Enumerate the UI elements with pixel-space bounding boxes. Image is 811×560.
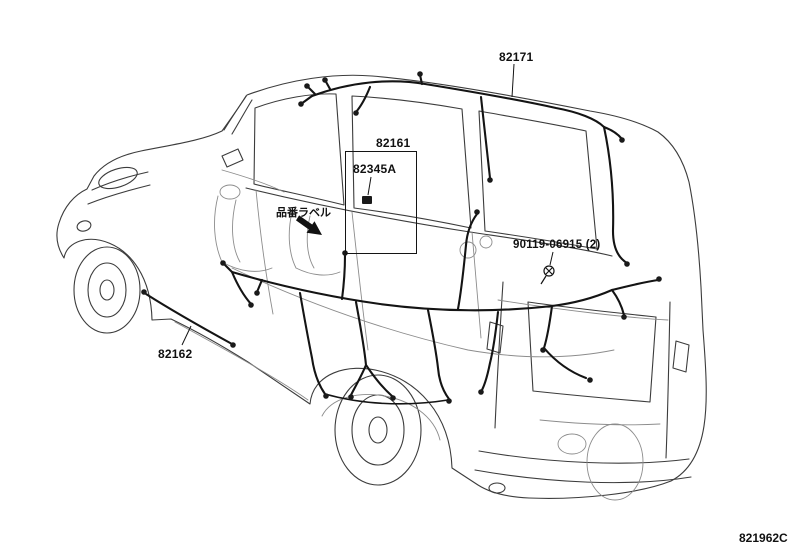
exhaust-tip: [488, 482, 506, 494]
harness-connectors: [141, 71, 662, 404]
front-door-window: [253, 93, 345, 206]
vehicle-body-outline: [56, 74, 707, 499]
part-label-90119-bolt[interactable]: 90119-06915 (2): [513, 239, 601, 251]
rear-wheel: [334, 374, 422, 486]
part-label-82345A-connector[interactable]: 82345A: [353, 162, 397, 176]
part-number-label-note: 品番ラベル: [276, 207, 331, 219]
taillight-left: [486, 321, 504, 354]
front-floor-harness-path: [144, 292, 234, 346]
bolt-icon: [540, 265, 555, 285]
tailgate-window: [527, 301, 657, 403]
junction-connector-82345A: [362, 196, 372, 204]
diagram-code: 821962C: [739, 531, 788, 545]
roof-harness-path: [310, 80, 606, 129]
taillight-right: [672, 340, 690, 373]
side-mirror: [221, 148, 244, 168]
part-label-82162-front-floor-wire[interactable]: 82162: [158, 347, 193, 361]
quarter-window: [478, 110, 598, 250]
front-wheel: [73, 246, 141, 334]
vehicle-interior-lines: [174, 169, 669, 501]
callout-leader-lines: [181, 63, 554, 346]
part-label-82161-floor-wire[interactable]: 82161: [376, 136, 411, 150]
rear-door-window: [351, 95, 472, 229]
part-label-82171-roof-wire[interactable]: 82171: [499, 50, 534, 64]
callout-box-82161: [345, 151, 417, 254]
part-label-pointer-arrow-icon: [296, 215, 322, 235]
floor-harness-path: [230, 270, 614, 312]
wiring-harness-lines: [144, 73, 660, 405]
headlight: [98, 166, 138, 190]
